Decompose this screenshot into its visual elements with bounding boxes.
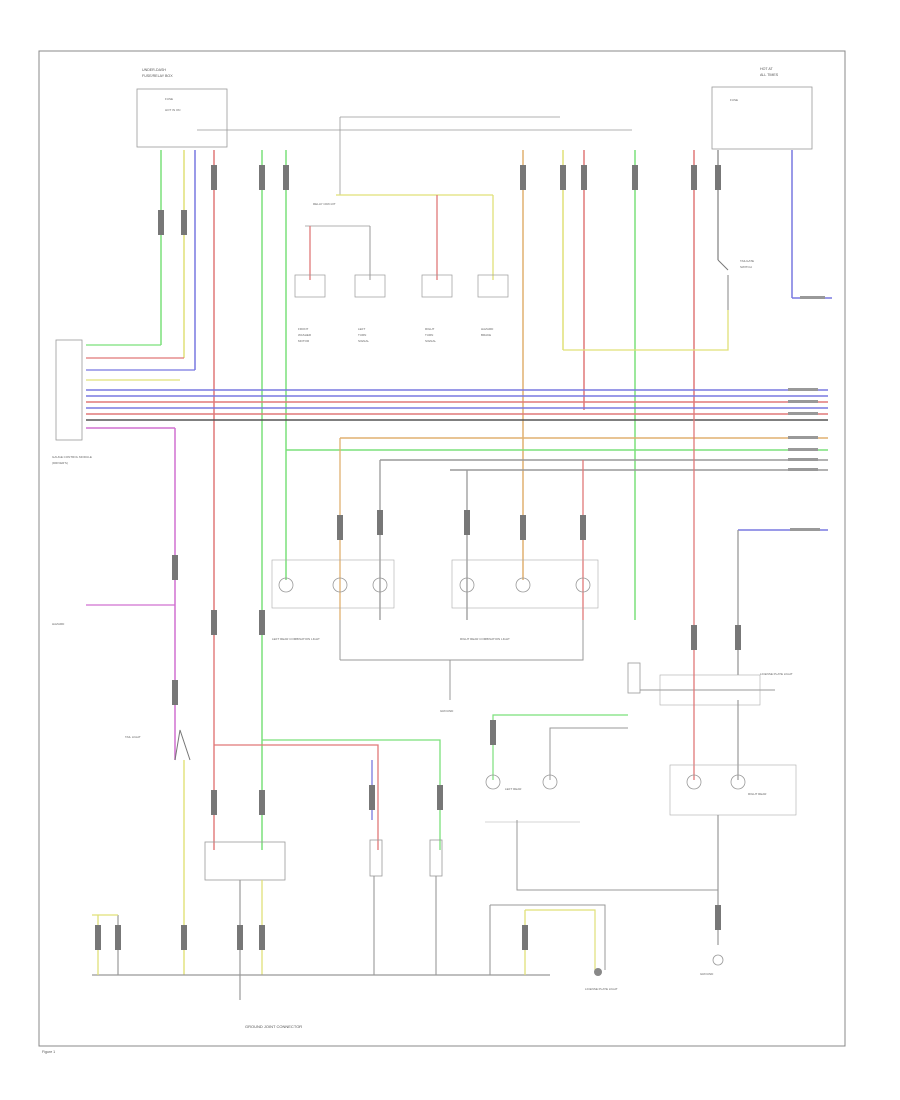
connector-left-label: GAUGE CONTROL MODULE xyxy=(52,455,92,459)
brake-label: BRAKE xyxy=(481,333,491,337)
fuse-box-right: HOT AT ALL TIMES FUSE xyxy=(711,67,813,150)
fw-label-a: FRONT xyxy=(298,327,308,331)
hazard-label: HAZARD xyxy=(481,327,494,331)
harness-end-ticks xyxy=(788,296,825,531)
main-harness xyxy=(86,389,828,471)
hot-run-label: HOT IN ON xyxy=(165,108,180,112)
ground-2-label: GROUND xyxy=(700,972,714,976)
right-rear-2-label: RIGHT REAR xyxy=(748,792,767,796)
right-relay-switch: TAILGATE SWITCH xyxy=(717,259,754,310)
fuse-box-left-label-a: UNDER-DASH xyxy=(142,68,166,72)
ground-joint-label: GROUND JOINT CONNECTOR xyxy=(245,1024,302,1029)
left-label-b: TURN xyxy=(358,333,366,337)
tail-switch-a: TAILGATE xyxy=(740,259,754,263)
right-lower-assembly: LICENSE PLATE LIGHT RIGHT REAR xyxy=(627,410,828,816)
relay-circuit-label: RELAY CIRCUIT xyxy=(313,202,336,206)
license-label: LICENSE PLATE LIGHT xyxy=(760,672,793,676)
right-label-c: SIGNAL xyxy=(425,339,436,343)
fuse-box-right-label-b: ALL TIMES xyxy=(760,73,779,77)
fw-label-b: WASHER xyxy=(298,333,312,337)
left-rear-lights: LEFT REAR COMBINATION LIGHT xyxy=(271,438,395,660)
switch-group: RELAY CIRCUIT FRONT WASHER MOTOR LEFT TU… xyxy=(294,150,509,343)
diagram-frame xyxy=(38,50,846,1047)
fuse-label-1: FUSE xyxy=(165,97,173,101)
fuse-label-2: FUSE xyxy=(730,98,738,102)
fuse-box-right-label-a: HOT AT xyxy=(760,67,773,71)
tail-switch-b: SWITCH xyxy=(740,265,752,269)
left-lower-assembly: LEFT REAR GROUND xyxy=(485,714,724,976)
right-label-b: TURN xyxy=(425,333,433,337)
left-rear-2-label: LEFT REAR xyxy=(505,787,522,791)
license-2-label: LICENSE PLATE LIGHT xyxy=(585,987,618,991)
connector-ticks xyxy=(95,165,741,950)
right-rear-label: RIGHT REAR COMBINATION LIGHT xyxy=(460,637,510,641)
right-rear-lights: RIGHT REAR COMBINATION LIGHT xyxy=(451,460,599,641)
footer-label: Figure 1 xyxy=(42,1050,55,1054)
tail-light-label: TAIL LIGHT xyxy=(125,735,141,739)
fuse-box-left-label-b: FUSE/RELAY BOX xyxy=(142,74,173,78)
right-label-a: RIGHT xyxy=(425,327,435,331)
left-connector: GAUGE CONTROL MODULE (DRIVER'S) xyxy=(52,339,92,465)
fuse-box-left: UNDER-DASH FUSE/RELAY BOX FUSE HOT IN ON xyxy=(136,68,228,148)
ground-label: GROUND xyxy=(440,709,454,713)
connector-left-label-b: (DRIVER'S) xyxy=(52,461,68,465)
hazard-switch-label: HAZARD xyxy=(52,622,65,626)
ground-bus: LICENSE PLATE LIGHT GROUND JOINT CONNECT… xyxy=(92,904,618,1029)
left-label-c: SIGNAL xyxy=(358,339,369,343)
left-rear-label: LEFT REAR COMBINATION LIGHT xyxy=(272,637,320,641)
left-label-a: LEFT xyxy=(358,327,366,331)
fw-label-c: MOTOR xyxy=(298,339,310,343)
